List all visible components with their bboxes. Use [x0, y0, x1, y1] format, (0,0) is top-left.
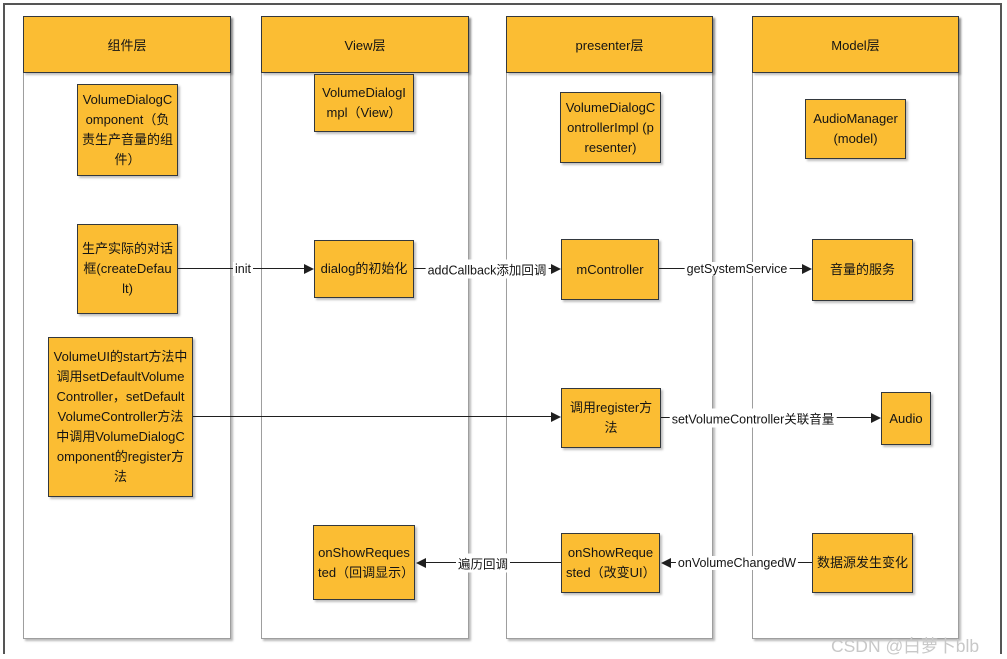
edge-label-add-callback: addCallback添加回调 [425, 259, 549, 279]
node-volume-dialog-component: VolumeDialogComponent（负责生产音量的组件） [77, 84, 178, 176]
node-on-show-requested-presenter: onShowRequested（改变UI） [561, 533, 660, 593]
node-data-source-change: 数据源发生变化 [812, 533, 913, 593]
node-volume-service: 音量的服务 [812, 239, 913, 301]
arrow-head-icon [551, 264, 561, 274]
node-dialog-init: dialog的初始化 [314, 240, 414, 298]
edge-label-set-volume-controller: setVolumeController关联音量 [669, 408, 837, 428]
edge-label-on-volume-changed: onVolumeChangedW [675, 556, 799, 570]
csdn-watermark: CSDN @白萝卜blb [831, 636, 980, 656]
arrow-head-icon [416, 558, 426, 568]
lane-header-component: 组件层 [23, 16, 231, 73]
lane-header-presenter: presenter层 [506, 16, 713, 73]
lane-title: Model层 [831, 38, 880, 53]
node-audio-manager: AudioManager (model) [805, 99, 906, 159]
edge-register-line [193, 416, 553, 417]
lane-header-model: Model层 [752, 16, 959, 73]
diagram-outer-frame [3, 3, 1002, 654]
arrow-head-icon [304, 264, 314, 274]
arrow-head-icon [551, 412, 561, 422]
node-on-show-requested-view: onShowRequested（回调显示） [313, 525, 415, 600]
node-create-dialog: 生产实际的对话框(createDefault) [77, 224, 178, 314]
edge-label-init: init [233, 262, 253, 276]
node-m-controller: mController [561, 239, 659, 300]
node-audio: Audio [881, 392, 931, 445]
node-call-register: 调用register方法 [561, 388, 661, 448]
node-volume-ui-start: VolumeUI的start方法中调用setDefaultVolumeContr… [48, 337, 193, 497]
node-volume-dialog-impl: VolumeDialogImpl（View） [314, 74, 414, 132]
arrow-head-icon [661, 558, 671, 568]
lane-title: presenter层 [575, 38, 644, 53]
edge-label-get-system-service: getSystemService [684, 262, 790, 276]
lane-header-view: View层 [261, 16, 469, 73]
lane-title: 组件层 [107, 38, 147, 53]
node-volume-dialog-controller-impl: VolumeDialogControllerImpl (presenter) [560, 92, 661, 163]
edge-label-iterate-callback: 遍历回调 [455, 553, 511, 573]
arrow-head-icon [802, 264, 812, 274]
arrow-head-icon [871, 413, 881, 423]
lane-title: View层 [344, 38, 386, 53]
